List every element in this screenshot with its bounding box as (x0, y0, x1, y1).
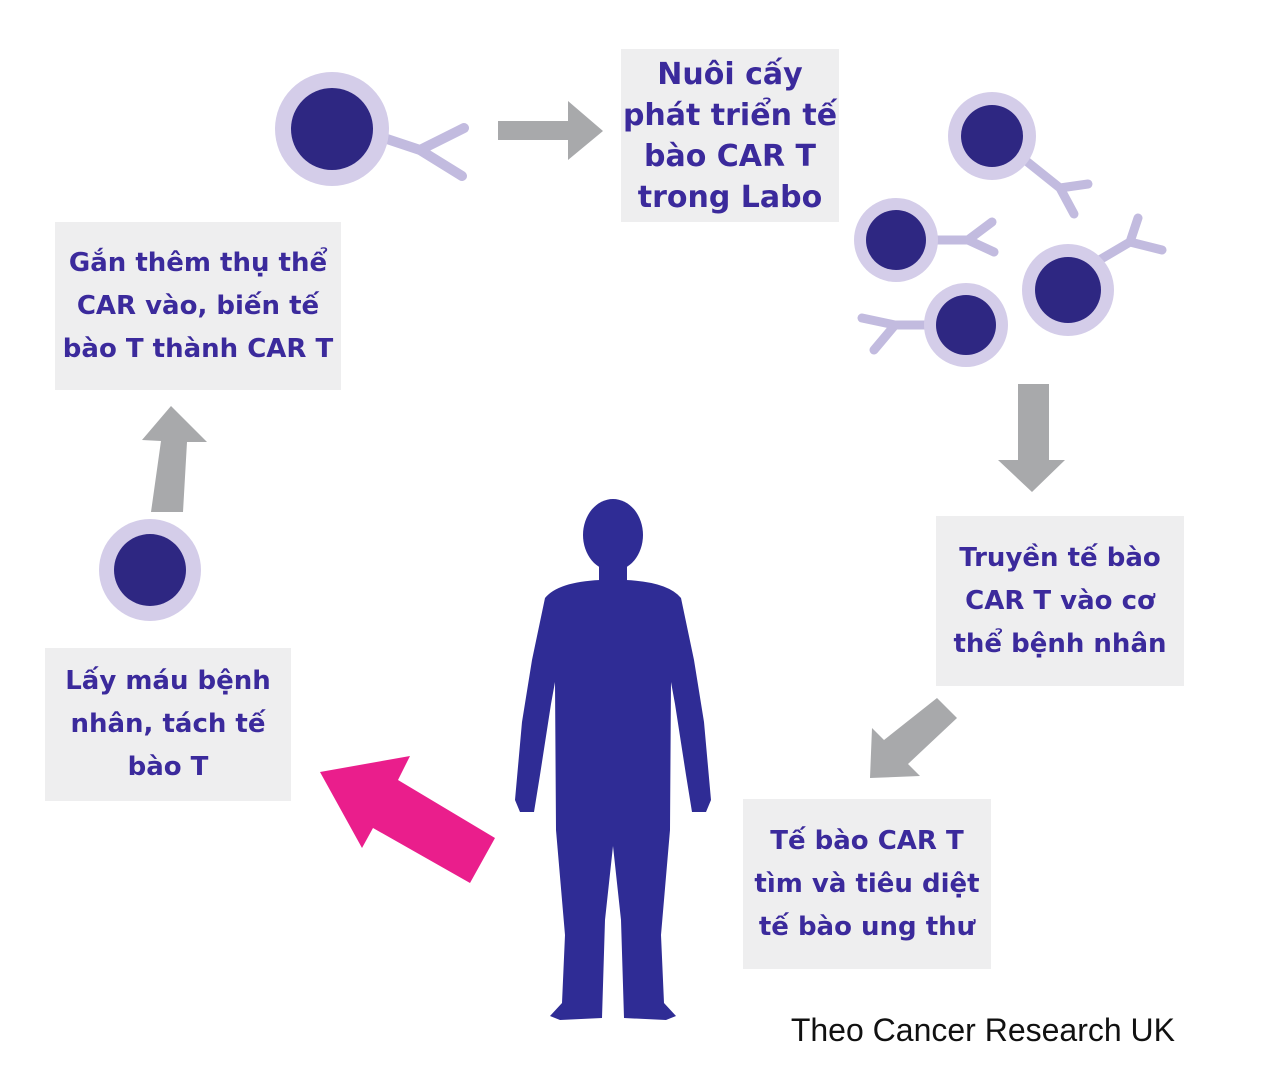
step-destroy-cancer-box: Tế bào CAR T tìm và tiêu diệt tế bào ung… (743, 799, 991, 969)
car-t-cell-icon (857, 283, 1008, 367)
car-t-cell-icon (275, 72, 469, 186)
arrow-right-icon (498, 101, 603, 160)
car-t-cell-icon (948, 92, 1093, 219)
arrow-down-left-icon (870, 698, 957, 778)
step-collect-blood-text: Lấy máu bệnh nhân, tách tế bào T (65, 666, 271, 782)
step-grow-cells-text: Nuôi cấy phát triển tế bào CAR T trong L… (622, 56, 838, 215)
arrow-down-icon (998, 384, 1065, 492)
car-t-cell-cluster-icon (854, 92, 1167, 367)
source-credit: Theo Cancer Research UK (790, 1012, 1175, 1048)
step-destroy-cancer-text: Tế bào CAR T tìm và tiêu diệt tế bào ung… (754, 825, 980, 942)
step-grow-cells-box: Nuôi cấy phát triển tế bào CAR T trong L… (621, 49, 839, 222)
step-infuse-patient-box: Truyền tế bào CAR T vào cơ thể bệnh nhân (936, 516, 1184, 686)
car-t-cell-icon (1022, 213, 1167, 336)
t-cell-icon (99, 519, 201, 621)
step-collect-blood-box: Lấy máu bệnh nhân, tách tế bào T (45, 648, 291, 801)
car-t-cell-icon (854, 198, 999, 282)
arrow-blood-draw-icon (320, 756, 495, 883)
step-attach-receptor-box: Gắn thêm thụ thể CAR vào, biến tế bào T … (55, 222, 341, 390)
arrow-up-icon (142, 406, 207, 512)
step-attach-receptor-text: Gắn thêm thụ thể CAR vào, biến tế bào T … (62, 247, 334, 364)
patient-silhouette-icon (515, 499, 711, 1020)
step-infuse-patient-text: Truyền tế bào CAR T vào cơ thể bệnh nhân (953, 542, 1167, 659)
